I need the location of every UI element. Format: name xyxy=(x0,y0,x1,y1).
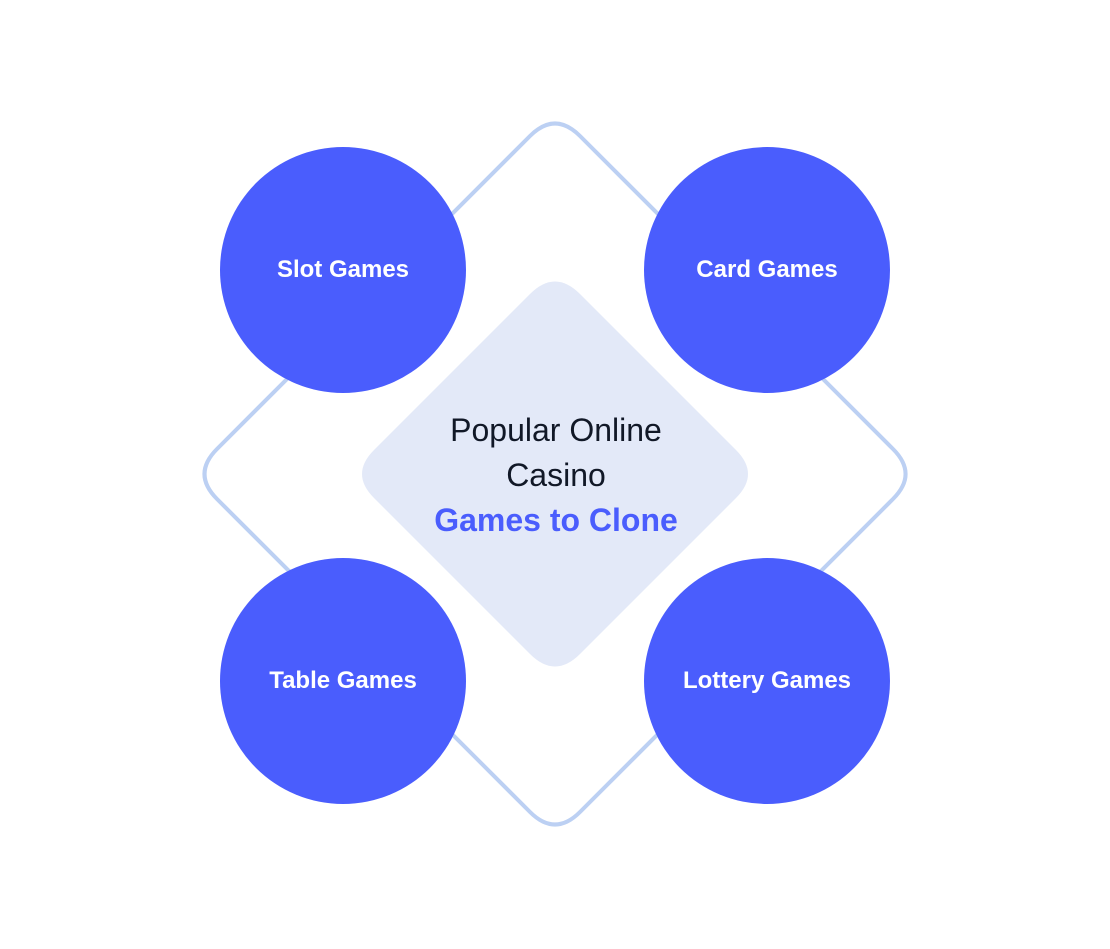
node-card-games: Card Games xyxy=(644,147,890,393)
node-label: Card Games xyxy=(696,256,838,283)
center-title: Popular Online Casino Games to Clone xyxy=(356,408,756,543)
center-title-highlight: Games to Clone xyxy=(434,502,678,538)
center-title-line-2: Casino xyxy=(506,457,606,493)
node-slot-games: Slot Games xyxy=(220,147,466,393)
node-label: Lottery Games xyxy=(682,667,852,694)
center-title-line-1: Popular Online xyxy=(450,412,662,448)
node-label: Slot Games xyxy=(276,256,410,283)
node-table-games: Table Games xyxy=(220,558,466,804)
node-lottery-games: Lottery Games xyxy=(644,558,890,804)
node-label: Table Games xyxy=(269,667,417,694)
